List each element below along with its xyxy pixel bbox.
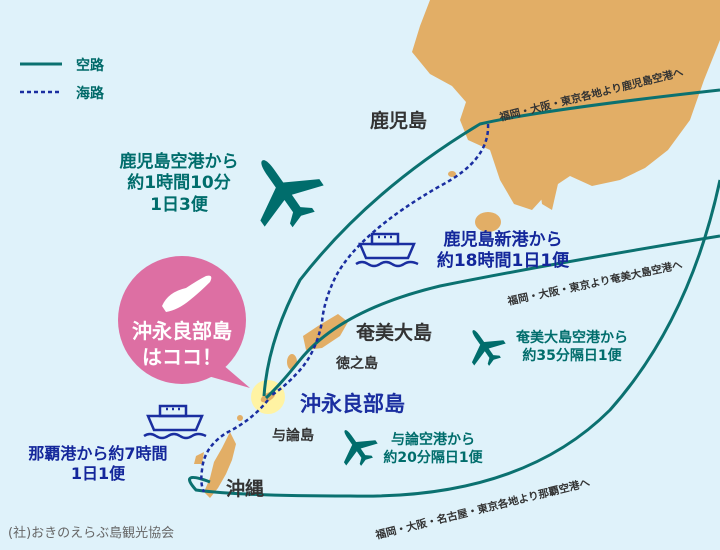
kyushu-landmass <box>412 0 720 210</box>
info-line: 約18時間1日1便 <box>436 251 570 272</box>
airplane-icon <box>471 330 506 366</box>
sea-route-kagoshima <box>269 123 490 398</box>
island-amami <box>303 314 348 350</box>
legend-sea-label: 海路 <box>76 86 104 102</box>
label-okinawa: 沖縄 <box>226 478 265 500</box>
airplane-icon <box>260 160 324 228</box>
air-route-okinawa <box>188 179 720 498</box>
island-yakushima <box>475 212 501 232</box>
bubble-text: 沖永良部島 はココ！ <box>126 318 238 370</box>
info-line: 1日3便 <box>150 194 208 215</box>
island-tanegashima <box>538 145 560 210</box>
info-line: 約35分隔日1便 <box>522 347 622 364</box>
label-okinoerabu: 沖永良部島 <box>300 392 405 416</box>
island-okinawa <box>204 432 236 498</box>
info-line: 約20分隔日1便 <box>383 449 483 466</box>
island-iheya <box>194 452 204 464</box>
air-route-amami <box>264 234 720 400</box>
bubble-line-1: 沖永良部島 <box>132 319 232 343</box>
label-tokunoshima: 徳之島 <box>336 356 378 372</box>
island-small <box>448 171 456 177</box>
ferry-icon <box>355 232 419 268</box>
info-line: 鹿児島新港から <box>443 230 563 250</box>
air-routes <box>188 88 720 498</box>
info-amami-air: 奄美大島空港から 約35分隔日1便 <box>506 330 638 365</box>
sea-routes <box>200 123 490 493</box>
legend-air-label: 空路 <box>76 58 104 74</box>
info-line: 奄美大島空港から <box>516 330 628 346</box>
label-kagoshima: 鹿児島 <box>370 110 428 132</box>
bubble-line-2: はココ！ <box>142 345 222 369</box>
label-amami: 奄美大島 <box>356 322 433 344</box>
info-naha-sea: 那覇港から約7時間 1日1便 <box>18 444 178 484</box>
location-bubble <box>118 256 250 388</box>
info-line: 約1時間10分 <box>127 173 231 194</box>
credit: (社)おきのえらぶ島観光協会 <box>8 526 175 541</box>
airplane-icon <box>343 430 378 466</box>
info-line: 鹿児島空港から <box>119 152 239 172</box>
info-kagoshima-sea: 鹿児島新港から 約18時間1日1便 <box>428 230 578 273</box>
info-kagoshima-air: 鹿児島空港から 約1時間10分 1日3便 <box>104 152 254 216</box>
label-yoron: 与論島 <box>272 428 314 444</box>
info-line: 1日1便 <box>70 464 126 483</box>
ferry-icon <box>143 404 207 440</box>
info-line: 那覇港から約7時間 <box>28 444 168 463</box>
info-yoron-air: 与論空港から 約20分隔日1便 <box>374 432 492 467</box>
info-line: 与論空港から <box>391 432 475 448</box>
island-yoron <box>237 415 243 421</box>
okinoerabu-silhouette-icon <box>162 275 212 312</box>
air-route-kagoshima <box>262 88 720 397</box>
